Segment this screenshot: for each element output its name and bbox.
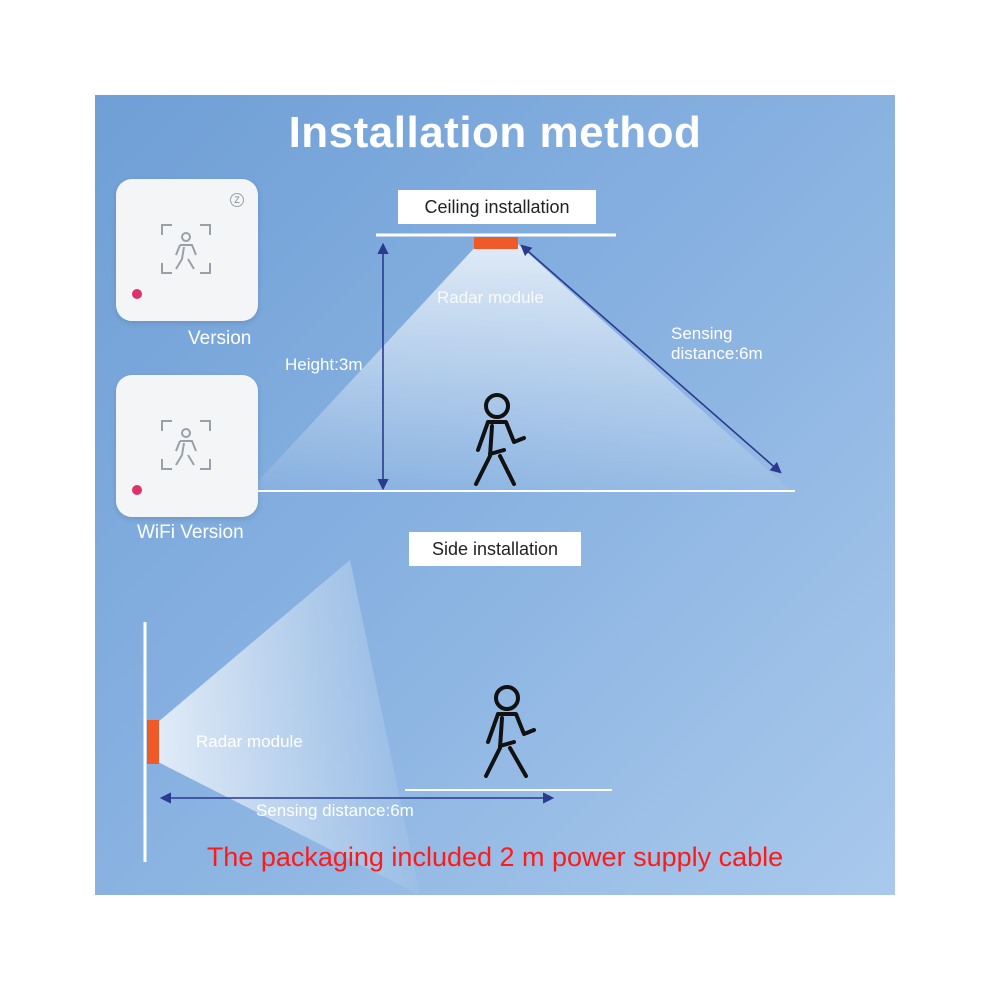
side-radar-label: Radar module [196, 732, 303, 751]
ceiling-sensing-label-line1: Sensing [671, 324, 733, 343]
ceiling-sensing-arrow [520, 244, 782, 474]
face-scan-icon [161, 224, 211, 274]
side-sensing-label: Sensing distance:6m [256, 801, 414, 820]
device-label-wifi: WiFi Version [137, 522, 244, 543]
device-zigbee: Z [116, 179, 258, 321]
status-led [132, 485, 142, 495]
packaging-note: The packaging included 2 m power supply … [206, 842, 784, 872]
page-title: Installation method [288, 108, 702, 157]
face-scan-icon [161, 420, 211, 470]
side-installation-label: Side installation [409, 532, 581, 566]
walking-person-icon [474, 393, 526, 486]
device-wifi [116, 375, 258, 517]
ceiling-sensing-label-line2: distance:6m [671, 344, 763, 363]
status-led [132, 289, 142, 299]
ceiling-radar-label: Radar module [437, 288, 544, 307]
side-radar-module [147, 720, 159, 764]
ceiling-radar-module [474, 237, 518, 249]
height-label: Height:3m [285, 355, 363, 374]
side-beam [158, 560, 420, 895]
device-label-version: Version [188, 328, 252, 349]
ceiling-installation-label: Ceiling installation [398, 190, 596, 224]
walking-person-icon [484, 685, 536, 778]
zigbee-icon: Z [230, 193, 244, 207]
